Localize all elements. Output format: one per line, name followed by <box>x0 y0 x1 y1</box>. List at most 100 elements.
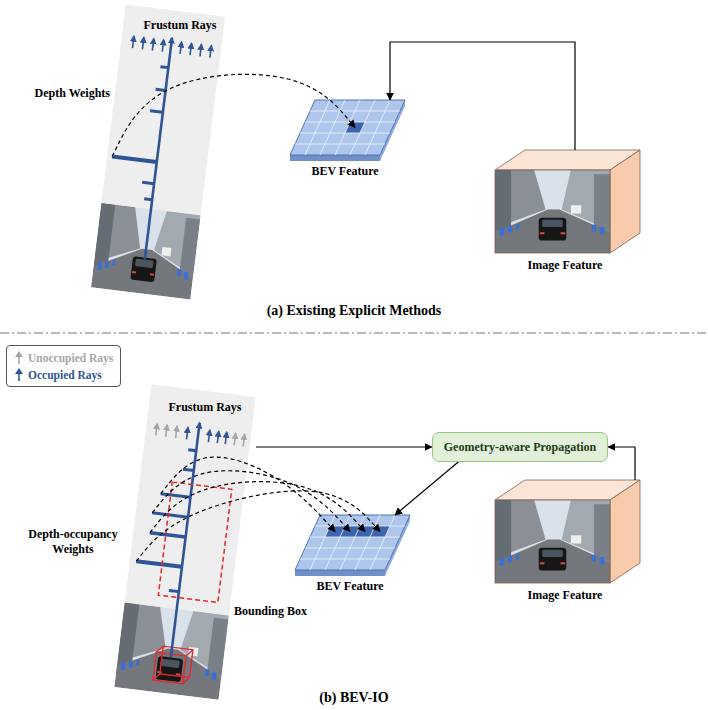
grid-line <box>320 100 345 155</box>
ray-arrow <box>210 46 211 58</box>
grid-line <box>300 133 390 134</box>
weight-tick <box>156 89 166 90</box>
main-ray <box>171 423 200 657</box>
dashed-projection <box>161 457 335 531</box>
node-label: BEV Feature <box>316 579 383 593</box>
legend-label: Unoccupied Rays <box>28 352 113 364</box>
grid-line <box>370 515 395 570</box>
frustum-panel-ground <box>91 4 225 299</box>
box-edge <box>156 645 163 653</box>
box-3d <box>153 645 193 684</box>
image-feature-volume: Image Feature <box>485 480 650 608</box>
ray-arrow <box>217 431 218 443</box>
node-label: Image Feature <box>528 258 603 272</box>
box-face <box>160 646 193 677</box>
frustum-panel-ground <box>114 384 255 700</box>
subfigure-caption: (b) BEV-IO <box>319 690 388 705</box>
volume-front <box>495 170 610 253</box>
flow-arrow <box>390 42 575 150</box>
grid-line <box>300 559 390 560</box>
weight-tick <box>188 448 196 452</box>
ray-arrow <box>208 430 209 442</box>
grid-line <box>310 111 400 112</box>
box-face <box>153 652 186 683</box>
ray-arrow <box>162 40 163 52</box>
depth-occupancy-weights <box>133 445 196 592</box>
box-edge <box>153 673 160 681</box>
weight-tick <box>142 182 154 183</box>
propagation-box: Geometry-aware Propagation <box>432 432 609 462</box>
feature-image <box>495 500 610 583</box>
grid-line <box>295 144 385 145</box>
ray-arrow <box>132 36 133 48</box>
volume-front <box>495 500 610 583</box>
ray-arrow <box>156 424 157 436</box>
grid-line <box>325 515 350 570</box>
ray-arrow <box>142 37 143 49</box>
grid-line <box>305 100 330 155</box>
legend-arrow-shaft <box>18 356 20 364</box>
node-label: Frustum Rays <box>168 400 241 414</box>
frustum-rays <box>129 418 245 663</box>
grid-side <box>290 155 380 161</box>
legend-arrow <box>14 368 24 381</box>
flow-arrow <box>256 446 432 447</box>
feature-image <box>495 170 610 253</box>
grid-lines <box>300 515 405 570</box>
weight-tick <box>112 156 157 161</box>
dashed-projection <box>150 482 365 533</box>
legend-arrow-shaft <box>18 373 20 381</box>
bounding-box-label: Bounding Box <box>234 604 307 619</box>
ray-arrow <box>176 426 177 438</box>
legend-box: Unoccupied RaysOccupied Rays <box>6 345 121 387</box>
weight-tick <box>136 561 182 567</box>
frustum-rays <box>107 33 212 264</box>
grid-lines <box>295 100 400 155</box>
volume-side <box>610 150 640 253</box>
bev-grid <box>295 515 410 576</box>
dashed-projection <box>136 491 380 561</box>
weight-tick <box>169 590 179 591</box>
flow-arrow <box>608 447 635 480</box>
image-feature-volume <box>495 480 640 583</box>
depth-weights <box>107 62 168 199</box>
subfigure-caption: (a) Existing Explicit Methods <box>267 303 442 318</box>
node-label: BEV Feature <box>311 164 378 178</box>
legend-row: Occupied Rays <box>14 366 113 383</box>
bev-feature-grid: BEV Feature <box>280 95 410 181</box>
node-label: Frustum Rays <box>143 18 216 32</box>
legend-arrow-head <box>15 368 23 374</box>
grid-cell-active <box>370 526 390 537</box>
grid-line <box>365 100 390 155</box>
ray-arrow <box>225 432 226 444</box>
weight-tick <box>152 513 188 517</box>
weight-tick <box>144 197 152 201</box>
grid-top <box>295 515 410 570</box>
separator <box>0 333 708 334</box>
image-feature-volume <box>495 150 640 253</box>
flow-arrow <box>395 462 458 515</box>
grid-line <box>310 537 400 538</box>
ray-arrow <box>190 43 191 55</box>
frustum-illustration <box>114 384 255 700</box>
legend-arrow-head <box>15 351 23 357</box>
node-label: Image Feature <box>528 588 603 602</box>
grid-line <box>335 100 360 155</box>
grid-line <box>305 548 395 549</box>
box-edge <box>183 677 190 685</box>
ray-arrow <box>187 428 188 440</box>
grid-line <box>310 515 335 570</box>
image-feature-volume: Image Feature <box>485 150 650 278</box>
volume-side <box>610 480 640 583</box>
frustum-illustration <box>91 4 225 299</box>
weights-label: Depth-occupancy Weights <box>20 527 126 557</box>
dashed-projection <box>112 74 355 156</box>
legend-row: Unoccupied Rays <box>14 349 113 366</box>
legend-label: Occupied Rays <box>28 369 102 381</box>
node-label: Geometry-aware Propagation <box>444 440 597 454</box>
legend-arrow <box>14 351 24 364</box>
grid-top <box>290 100 405 155</box>
frustum-panel: Frustum Rays <box>114 384 256 700</box>
ray-arrow <box>243 434 244 446</box>
